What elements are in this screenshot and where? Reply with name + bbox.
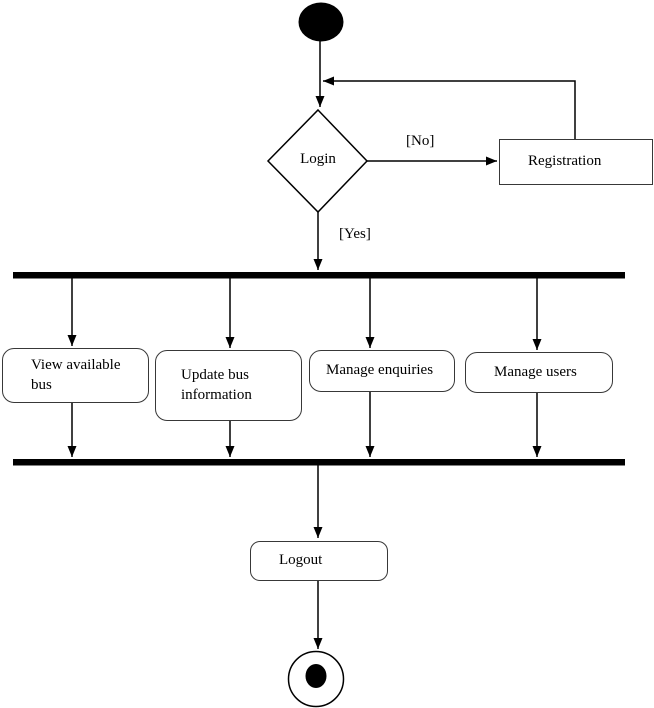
- action-label: View available bus: [31, 357, 121, 393]
- action-box-manage-users: Manage users: [465, 352, 613, 393]
- logout-box: Logout: [250, 541, 388, 581]
- action-box-manage-enquiries: Manage enquiries: [309, 350, 455, 392]
- end-node-inner-dot: [305, 664, 327, 688]
- join-bar: [13, 459, 625, 466]
- guard-label-no: [No]: [406, 133, 435, 149]
- fork-bar: [13, 272, 625, 279]
- registration-label: Registration: [528, 153, 602, 170]
- action-label: Manage enquiries: [326, 362, 434, 379]
- registration-loop-connector: [323, 76, 576, 139]
- logout-label: Logout: [279, 552, 323, 569]
- action-label: Manage users: [494, 363, 577, 380]
- action-label: Update bus information: [181, 367, 252, 403]
- action-box-update-bus-information: Update bus information: [155, 350, 302, 421]
- registration-box: Registration: [499, 139, 653, 185]
- guard-label-yes: [Yes]: [339, 226, 371, 242]
- login-decision-label: Login: [300, 151, 336, 167]
- action-box-view-available-bus: View available bus: [2, 348, 149, 403]
- start-node: [298, 2, 344, 42]
